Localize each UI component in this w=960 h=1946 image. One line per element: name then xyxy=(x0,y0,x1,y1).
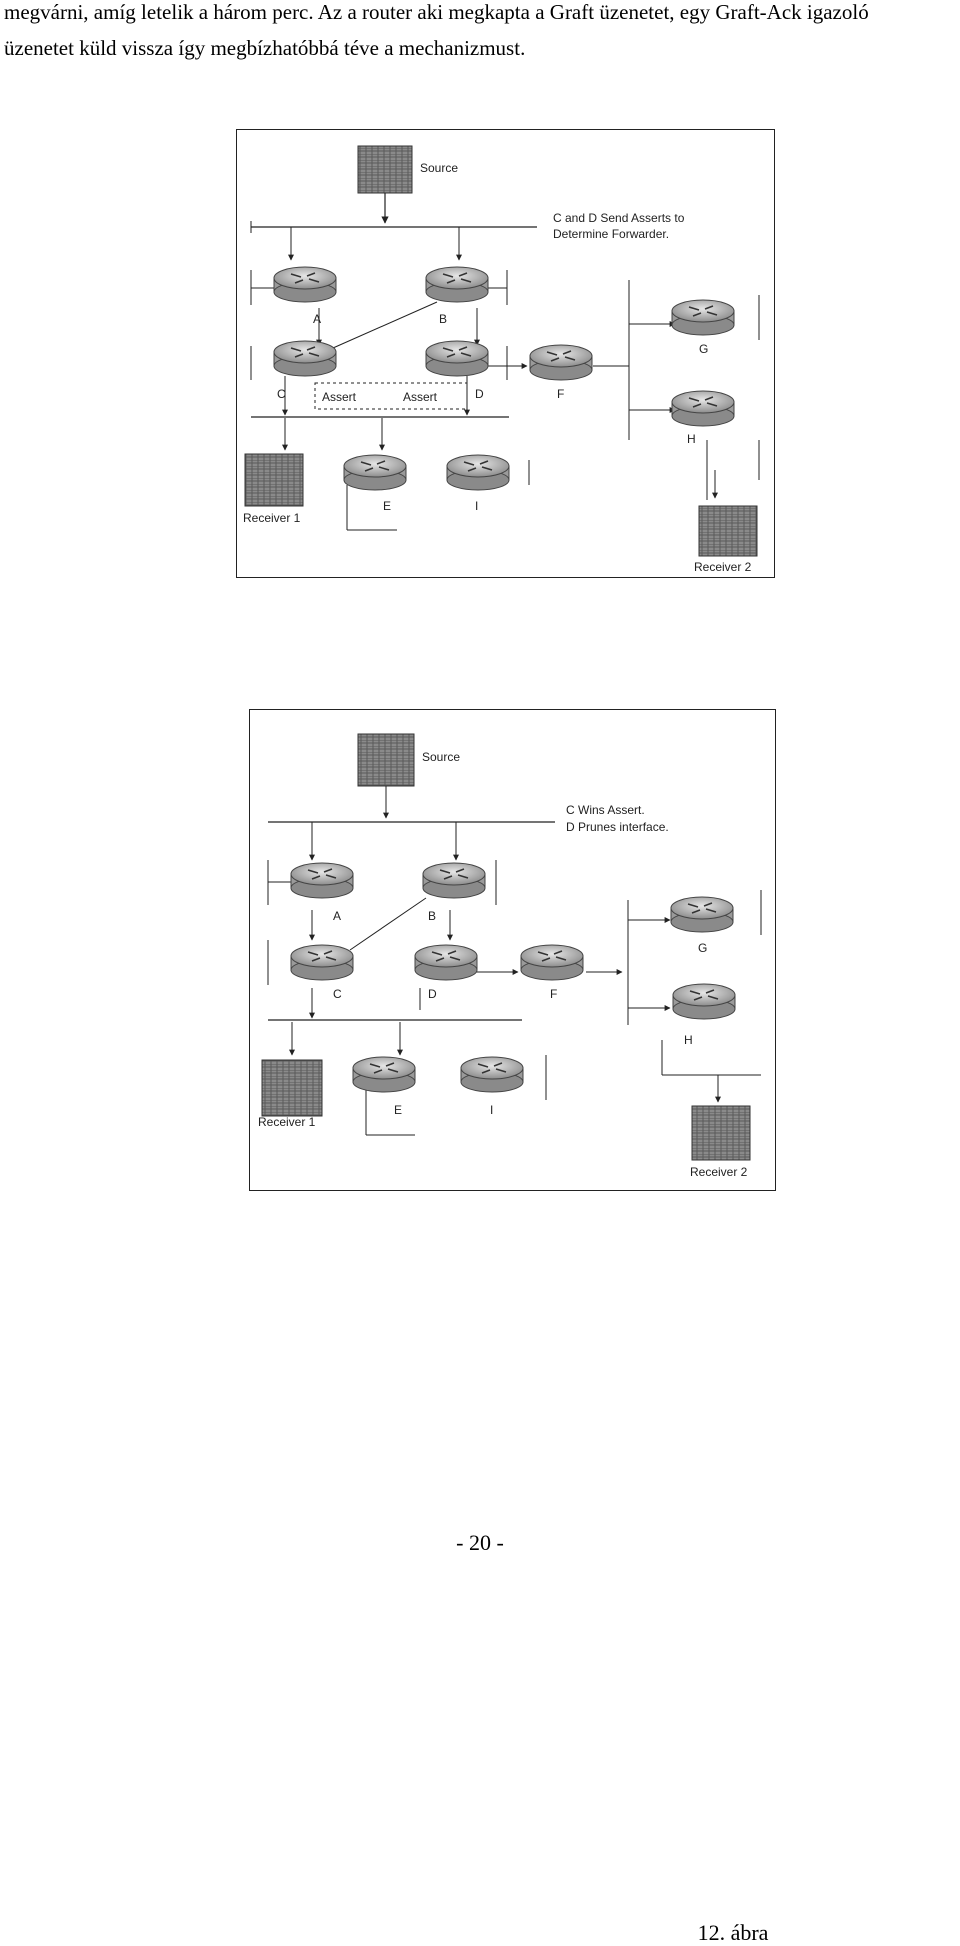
note-line-1: C and D Send Asserts to xyxy=(553,211,685,225)
source-server: Source xyxy=(357,733,460,787)
note-line-1: C Wins Assert. xyxy=(566,803,645,817)
router-a: A xyxy=(290,862,354,923)
router-a: A xyxy=(273,266,337,326)
router-h: H xyxy=(671,390,735,446)
receiver-1-label: Receiver 1 xyxy=(243,511,301,525)
router-b: B xyxy=(422,862,486,923)
source-label: Source xyxy=(420,161,458,175)
router-g: G xyxy=(670,896,734,955)
router-i: I xyxy=(446,454,510,513)
figure-11-network-diagram: Source C and D Send Asserts to Determine… xyxy=(236,129,775,755)
router-label-a: A xyxy=(333,909,341,923)
router-c: C xyxy=(273,340,337,401)
router-d: D xyxy=(414,944,478,1001)
router-e: E xyxy=(343,454,407,513)
router-b: B xyxy=(425,266,489,326)
source-server: Source xyxy=(357,145,458,194)
router-label-b: B xyxy=(439,312,447,326)
router-h: H xyxy=(672,983,736,1047)
receiver-1-label: Receiver 1 xyxy=(258,1115,316,1129)
router-f: F xyxy=(520,944,584,1001)
router-label-g: G xyxy=(698,941,707,955)
paragraph-line-1: megvárni, amíg letelik a három perc. Az … xyxy=(4,0,869,24)
router-label-c: C xyxy=(333,987,342,1001)
receiver-2-label: Receiver 2 xyxy=(694,560,752,574)
page-number: - 20 - xyxy=(456,1530,504,1555)
router-label-f: F xyxy=(557,387,564,401)
router-label-h: H xyxy=(687,432,696,446)
note-line-2: D Prunes interface. xyxy=(566,820,669,834)
router-label-e: E xyxy=(383,499,391,513)
figure-12-svg: Source C Wins Assert. D Prunes interface… xyxy=(258,733,762,1179)
paragraph-line-2: üzenetet küld vissza így megbízhatóbbá t… xyxy=(4,36,526,60)
assert-label-left: Assert xyxy=(322,390,357,404)
router-label-d: D xyxy=(428,987,437,1001)
figure-12-caption: 12. ábra xyxy=(697,1920,769,1945)
router-c: C xyxy=(290,944,354,1001)
receiver-2-label: Receiver 2 xyxy=(690,1165,748,1179)
router-label-g: G xyxy=(699,342,708,356)
router-g: G xyxy=(671,299,735,356)
router-label-f: F xyxy=(550,987,557,1001)
router-e: E xyxy=(352,1056,416,1117)
receiver-1-device xyxy=(261,1059,323,1117)
receiver-2-device xyxy=(691,1105,751,1161)
router-d: D xyxy=(425,340,489,401)
router-label-h: H xyxy=(684,1033,693,1047)
router-i: I xyxy=(460,1056,524,1117)
receiver-2-device xyxy=(698,505,758,557)
router-label-d: D xyxy=(475,387,484,401)
figure-11-svg: Source C and D Send Asserts to Determine… xyxy=(243,145,760,574)
note-line-2: Determine Forwarder. xyxy=(553,227,669,241)
router-label-c: C xyxy=(277,387,286,401)
router-label-i: I xyxy=(475,499,478,513)
figure-12-network-diagram: Source C Wins Assert. D Prunes interface… xyxy=(249,709,776,1945)
router-label-i: I xyxy=(490,1103,493,1117)
router-label-e: E xyxy=(394,1103,402,1117)
router-label-a: A xyxy=(313,312,321,326)
router-label-b: B xyxy=(428,909,436,923)
body-paragraph: megvárni, amíg letelik a három perc. Az … xyxy=(4,0,956,66)
router-f: F xyxy=(529,344,593,401)
source-label: Source xyxy=(422,750,460,764)
receiver-1-device xyxy=(244,453,304,507)
assert-label-right: Assert xyxy=(403,390,438,404)
